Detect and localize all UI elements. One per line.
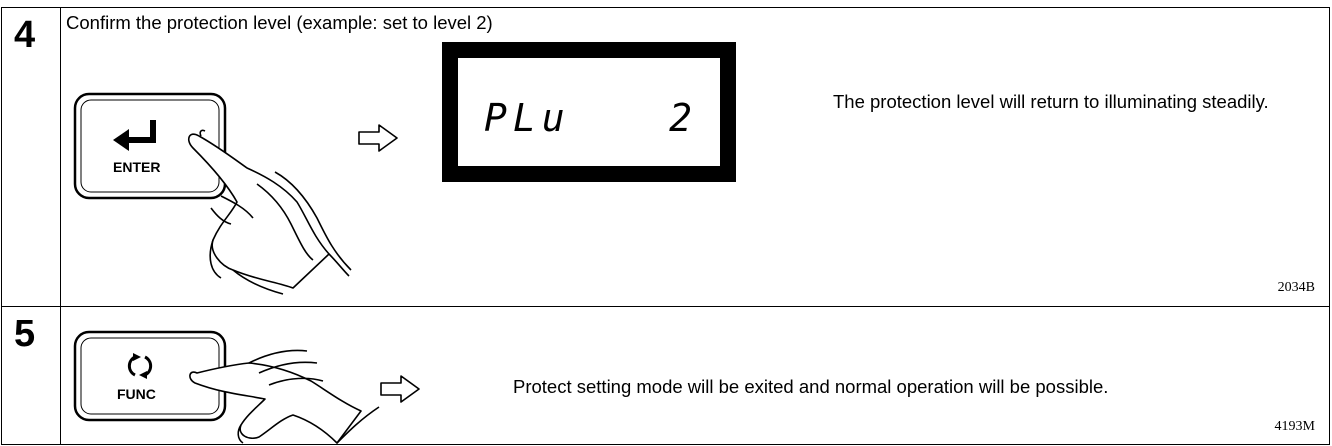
- step-row-4: 4 Confirm the protection level (example:…: [2, 8, 1329, 307]
- lcd-display: PLu 2: [442, 42, 736, 182]
- enter-key-label: ENTER: [113, 159, 160, 175]
- step-number: 5: [14, 313, 36, 355]
- func-key-illustration: FUNC: [73, 330, 380, 444]
- step-number-cell: 4: [2, 8, 61, 306]
- procedure-table: 4 Confirm the protection level (example:…: [1, 7, 1330, 445]
- cut-off-section-heading: [0, 0, 300, 7]
- enter-key: [73, 92, 227, 200]
- step-content-cell: FUNC Protect setting mode will be exited…: [61, 307, 1329, 445]
- step-row-5: 5 FUNC: [2, 307, 1329, 445]
- step-number-cell: 5: [2, 307, 61, 445]
- next-arrow-icon: [358, 124, 398, 152]
- step-instruction: Confirm the protection level (example: s…: [66, 12, 493, 33]
- pointing-hand-icon: [187, 129, 352, 295]
- cycle-arrows-icon: [127, 353, 153, 379]
- figure-code: 4193M: [1274, 419, 1315, 434]
- pointing-hand-icon: [189, 349, 380, 444]
- enter-return-arrow-icon: [113, 120, 156, 151]
- lcd-parameter-value: 2: [669, 96, 698, 140]
- next-arrow-icon: [380, 375, 420, 403]
- step-caption: Protect setting mode will be exited and …: [513, 376, 1109, 397]
- lcd-screen: PLu 2: [458, 58, 720, 166]
- lcd-parameter-code: PLu: [484, 96, 571, 140]
- step-caption: The protection level will return to illu…: [833, 91, 1269, 112]
- step-content-cell: Confirm the protection level (example: s…: [61, 8, 1329, 306]
- func-key-label: FUNC: [117, 386, 156, 402]
- step-number: 4: [14, 14, 36, 56]
- enter-key-illustration: ENTER: [73, 92, 352, 295]
- figure-code: 2034B: [1277, 280, 1315, 295]
